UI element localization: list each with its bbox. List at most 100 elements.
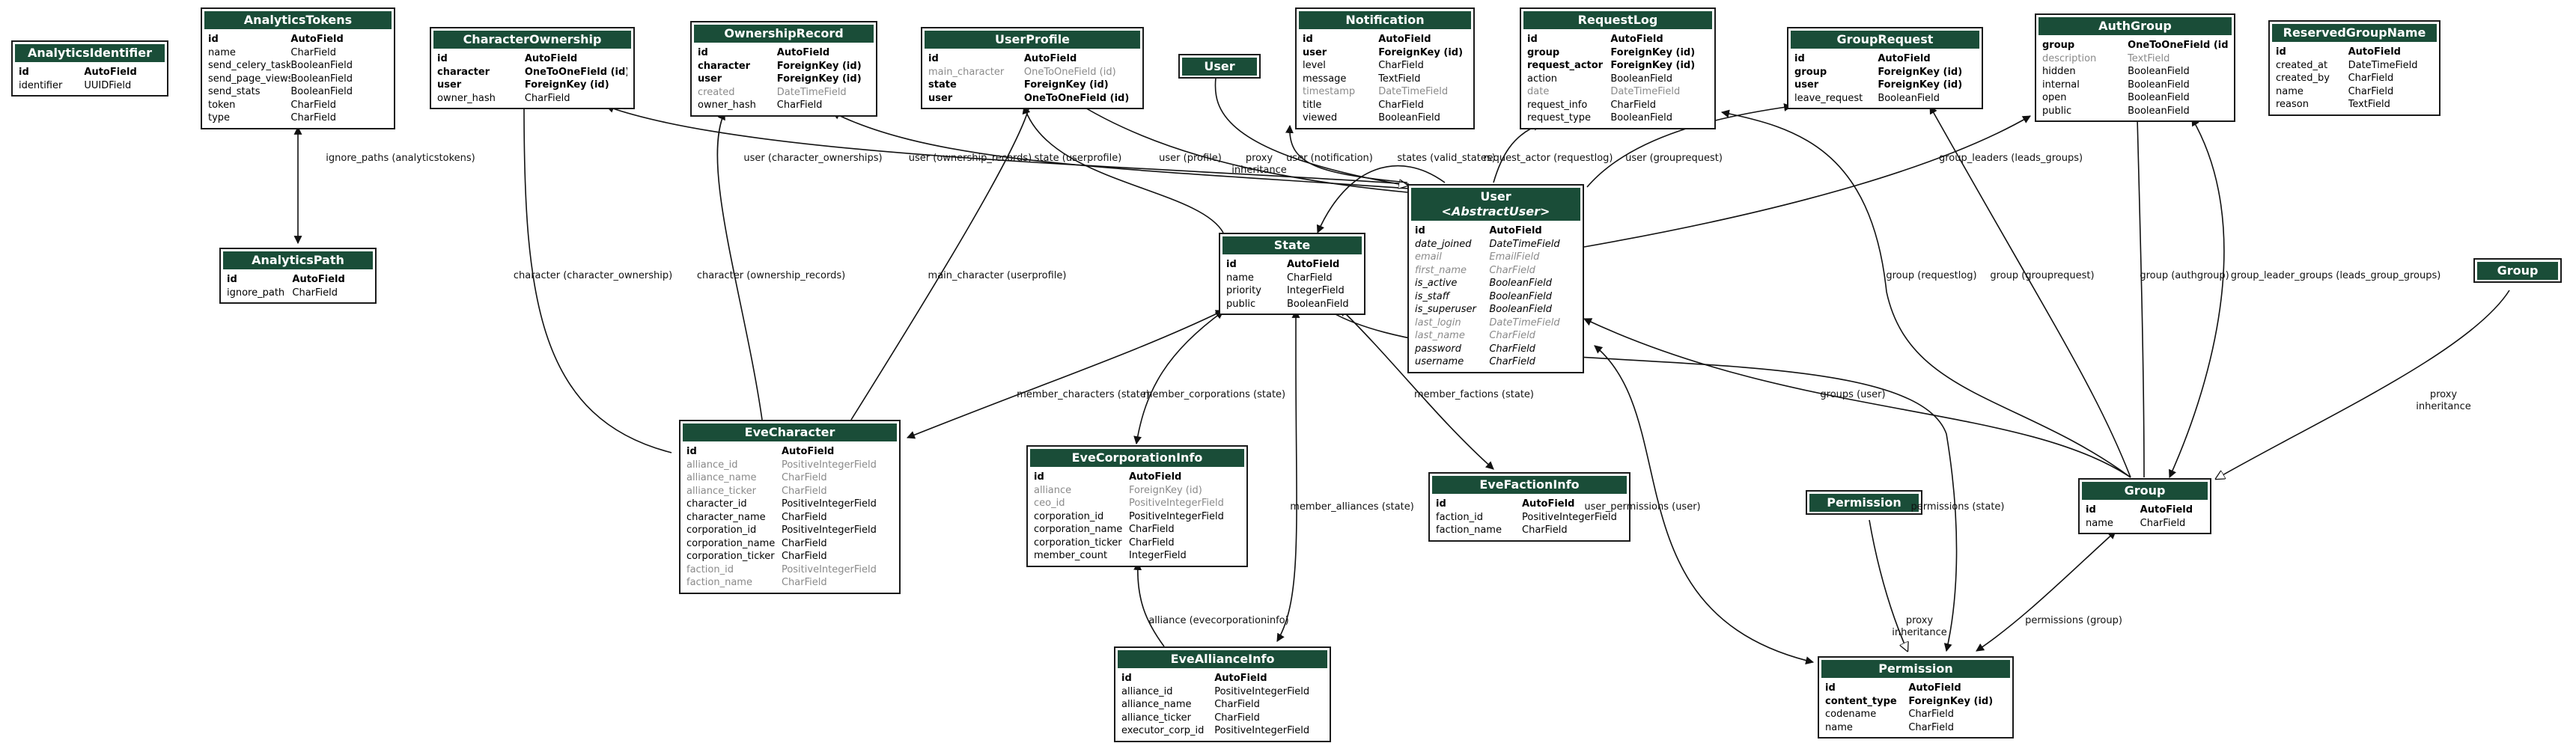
- field-type: ForeignKey (id): [1908, 695, 1994, 707]
- field-type: OneToOneField (id): [1023, 66, 1116, 78]
- field-name: character: [698, 60, 751, 72]
- field-name: alliance_name: [686, 472, 757, 483]
- field-type: CharField: [1214, 712, 1260, 724]
- relation-edge: [2137, 117, 2145, 478]
- field-name: id: [1415, 225, 1425, 236]
- field-name: codename: [1825, 709, 1877, 720]
- model-title: Notification: [1297, 9, 1473, 31]
- model-title: GroupRequest: [1788, 28, 1982, 50]
- field-name: character_id: [686, 498, 747, 510]
- model-title: EveCorporationInfo: [1028, 447, 1246, 468]
- relation-label: group_leaders (leads_groups): [1938, 153, 2083, 164]
- model-name: State: [1273, 238, 1311, 252]
- field-type: CharField: [776, 100, 823, 111]
- relation-edge: [1869, 519, 1907, 651]
- field-name: id: [1436, 498, 1446, 510]
- field-type: OneToOneField (id): [524, 66, 627, 78]
- model-name: EveCharacter: [744, 425, 835, 439]
- field-type: CharField: [1908, 709, 1954, 720]
- field-name: id: [437, 53, 448, 64]
- field-type: BooleanField: [1378, 112, 1440, 123]
- field-name: id: [1226, 259, 1237, 270]
- field-name: send_stats: [208, 86, 261, 97]
- relation-edge: [906, 310, 1224, 439]
- field-name: name: [2086, 517, 2113, 529]
- model-base-class: <AbstractUser>: [1441, 204, 1550, 218]
- model-title: Group: [2475, 260, 2560, 281]
- model-groupproxy: Group: [2473, 258, 2562, 283]
- model-name: RequestLog: [1577, 13, 1658, 27]
- model-title: UserProfile: [922, 28, 1142, 50]
- field-type: AutoField: [290, 34, 344, 45]
- field-type: AutoField: [2140, 504, 2193, 516]
- field-type: UUIDField: [84, 79, 132, 91]
- field-type: OneToOneField (id): [1023, 92, 1130, 104]
- field-type: AutoField: [776, 47, 830, 58]
- field-name: character_name: [686, 511, 766, 523]
- field-name: id: [227, 274, 237, 285]
- model-title: EveCharacter: [680, 421, 899, 443]
- field-type: CharField: [781, 485, 827, 497]
- field-type: BooleanField: [2128, 92, 2190, 103]
- model-name: EveAllianceInfo: [1170, 652, 1275, 666]
- field-type: PositiveIntegerField: [781, 563, 877, 575]
- field-name: user: [1303, 46, 1327, 58]
- model-userproxy: User: [1178, 54, 1261, 79]
- relation-edge: [1214, 77, 1407, 186]
- field-type: PositiveIntegerField: [1128, 510, 1224, 522]
- field-type: CharField: [781, 551, 827, 562]
- field-type: CharField: [2348, 85, 2394, 97]
- relation-label: member_characters (state): [1017, 389, 1150, 400]
- model-name: Group: [2497, 263, 2539, 278]
- field-type: BooleanField: [1286, 298, 1349, 310]
- model-name: EveCorporationInfo: [1071, 450, 1203, 465]
- field-name: id: [1825, 682, 1836, 694]
- relation-edge: [850, 106, 1030, 421]
- field-name: action: [1527, 73, 1558, 85]
- field-type: BooleanField: [1610, 112, 1672, 123]
- field-name: open: [2042, 92, 2067, 103]
- field-type: AutoField: [1023, 53, 1077, 64]
- field-name: corporation_ticker: [1034, 536, 1122, 548]
- field-name: alliance_name: [1121, 699, 1192, 710]
- field-name: group: [1794, 66, 1827, 78]
- field-type: ForeignKey (id): [776, 60, 862, 72]
- field-type: BooleanField: [2128, 66, 2190, 77]
- field-type: DateTimeField: [776, 86, 847, 98]
- model-name: CharacterOwnership: [463, 32, 602, 46]
- field-name: id: [1121, 673, 1132, 684]
- field-name: last_login: [1415, 317, 1461, 328]
- field-type: BooleanField: [1610, 73, 1672, 85]
